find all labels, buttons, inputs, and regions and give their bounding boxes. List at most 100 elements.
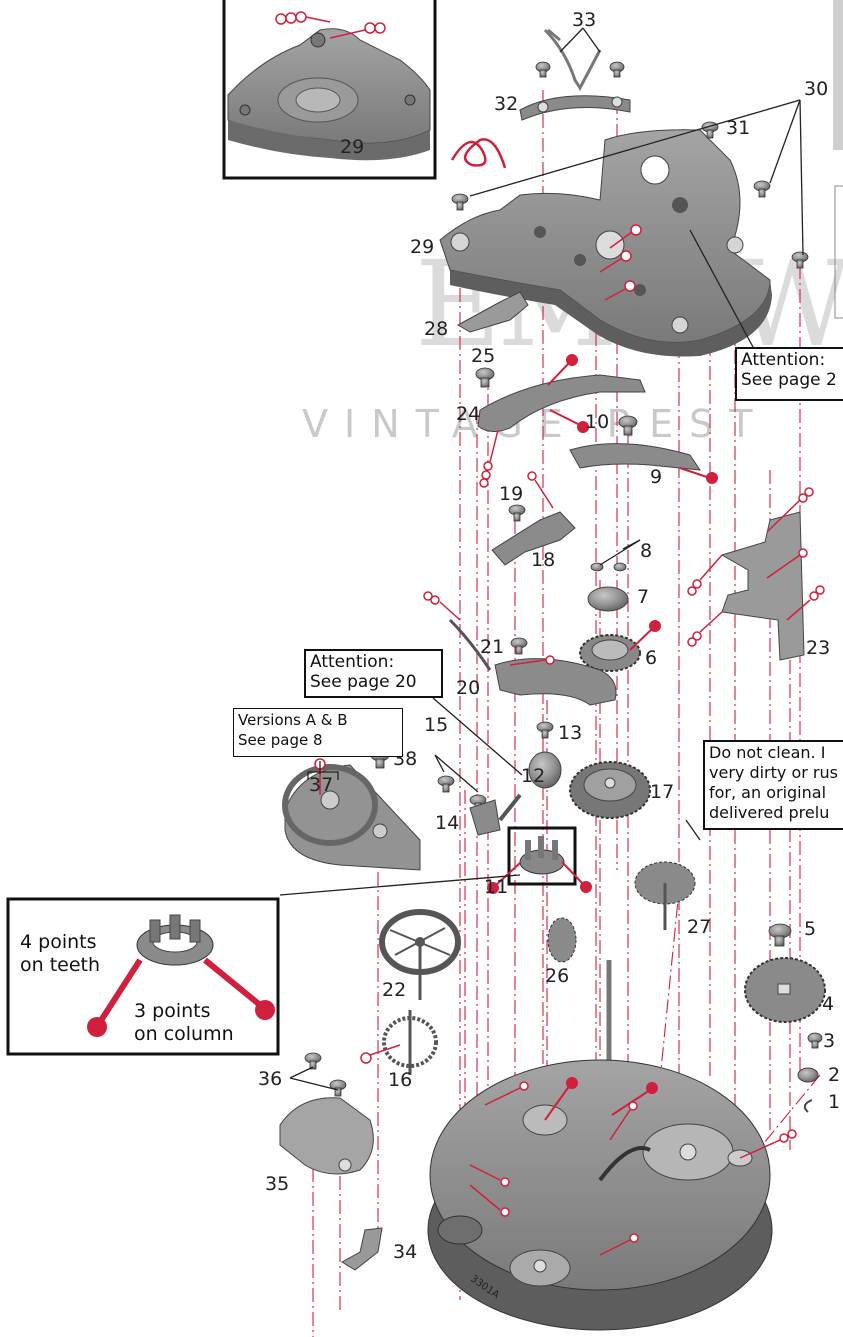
- do-not-clean-line-4: delivered prelu: [709, 803, 830, 822]
- do-not-clean-line-2: very dirty or rus: [709, 763, 838, 782]
- part-label-36: 36: [258, 1068, 282, 1090]
- part-label-3: 3: [823, 1030, 835, 1052]
- part-label-7: 7: [637, 586, 649, 608]
- part-label-15: 15: [424, 714, 448, 736]
- grease-drop-icon: [360, 1044, 401, 1064]
- grease-drop-icon: [484, 1081, 529, 1106]
- part-label-24: 24: [456, 403, 480, 425]
- grease-drop-icon: [609, 1101, 638, 1141]
- do-not-clean-line-3: for, an original: [709, 783, 827, 802]
- screw-icon: [768, 923, 792, 947]
- grease-drop-icon: [739, 1129, 797, 1159]
- pinion-26: [547, 917, 577, 963]
- grease-drop-icon: [329, 22, 386, 39]
- grease-drop-icon: [599, 1233, 639, 1256]
- attention-callout-page-20: Attention: See page 20: [304, 649, 443, 698]
- inset-29-panel: 29: [222, 0, 437, 180]
- grease-drop-icon: [469, 1164, 510, 1187]
- page-edge-bar: [833, 0, 843, 150]
- part-label-5: 5: [804, 918, 816, 940]
- part-label-1: 1: [828, 1091, 840, 1113]
- grease-drop-icon: [687, 554, 723, 596]
- screw-icon: [613, 562, 627, 572]
- grease-drop-icon: [766, 548, 808, 579]
- clip-1: [803, 1099, 813, 1113]
- oil-drop-icon: [629, 620, 661, 651]
- spring-20: [448, 618, 492, 671]
- versions-label: Versions A & B: [238, 711, 348, 729]
- grease-drop-icon: [599, 250, 632, 273]
- grease-drop-icon: [766, 487, 814, 533]
- grease-drop-icon: [527, 471, 554, 509]
- part-label-25: 25: [471, 345, 495, 367]
- attention-callout-right: Attention: See page 2: [735, 347, 843, 401]
- wheel-22: [379, 909, 461, 1000]
- main-plate: 3301A: [427, 1059, 773, 1331]
- screw-icon: [510, 637, 528, 655]
- part-label-22: 22: [382, 979, 406, 1001]
- grease-drop-icon: [786, 585, 825, 621]
- callout-leaders: [279, 27, 804, 1091]
- part-label-23: 23: [806, 637, 830, 659]
- attention-label: Attention:: [741, 350, 826, 370]
- part-label-20: 20: [456, 677, 480, 699]
- page-edge-box: [834, 185, 843, 319]
- grease-markers: [275, 11, 825, 1256]
- part-label-13: 13: [558, 722, 582, 744]
- screw-icon: [451, 193, 469, 211]
- lever-9: [569, 443, 702, 471]
- part-label-16: 16: [388, 1069, 412, 1091]
- versions-callout: Versions A & B See page 8: [233, 708, 403, 757]
- lever-20: [494, 658, 617, 706]
- see-page-label: See page 20: [310, 672, 417, 692]
- part-label-6: 6: [645, 647, 657, 669]
- grease-drop-icon: [479, 429, 499, 488]
- screw-icon: [536, 721, 554, 739]
- screw-icon: [437, 775, 455, 793]
- part-label-12: 12: [521, 765, 545, 787]
- bridge-37: [282, 764, 421, 871]
- part-label-35: 35: [265, 1173, 289, 1195]
- legend-column-label: 3 points on column: [134, 1000, 234, 1045]
- oil-drop-icon: [487, 862, 521, 894]
- bridge-29: [439, 129, 772, 357]
- attention-label: Attention:: [310, 652, 395, 672]
- ratchet-4: [744, 957, 826, 1023]
- part-label-34: 34: [393, 1241, 417, 1263]
- wheel-16: [382, 1010, 438, 1075]
- part-label-37: 37: [309, 774, 333, 796]
- wheel-27: [634, 861, 696, 930]
- part-label-18: 18: [531, 549, 555, 571]
- screw-icon: [791, 251, 809, 269]
- part-label-28: 28: [424, 318, 448, 340]
- legend-inset: [6, 897, 280, 1056]
- oil-drop-icon: [547, 354, 578, 386]
- screw-icon: [609, 61, 625, 78]
- part-label-32: 32: [494, 93, 518, 115]
- washer-2: [797, 1067, 819, 1083]
- part-label-17: 17: [650, 781, 674, 803]
- bridge-24: [477, 374, 646, 432]
- cam-12: [528, 751, 562, 789]
- lever-34: [341, 1227, 383, 1271]
- oil-drop-icon: [544, 1077, 578, 1121]
- grease-drop-icon: [423, 591, 461, 621]
- see-page-label: See page 8: [238, 731, 323, 749]
- screw-icon: [753, 180, 771, 198]
- part-label-27: 27: [687, 916, 711, 938]
- lever-28: [456, 291, 529, 333]
- see-page-label: See page 2: [741, 370, 837, 390]
- grease-drop-icon: [604, 280, 636, 301]
- rotation-arrow-icon: [450, 138, 507, 169]
- grease-drop-icon: [469, 1184, 510, 1217]
- screw-icon: [304, 1052, 322, 1070]
- column-wheel-11: [507, 826, 577, 886]
- part-label-8: 8: [640, 540, 652, 562]
- legend-teeth-label: 4 points on teeth: [20, 931, 101, 976]
- grease-drop-icon: [275, 11, 331, 25]
- part-label-31: 31: [726, 117, 750, 139]
- plate-23: [720, 511, 805, 661]
- screw-icon: [475, 367, 495, 388]
- lever-14: [469, 799, 501, 836]
- oil-drop-icon: [549, 409, 589, 433]
